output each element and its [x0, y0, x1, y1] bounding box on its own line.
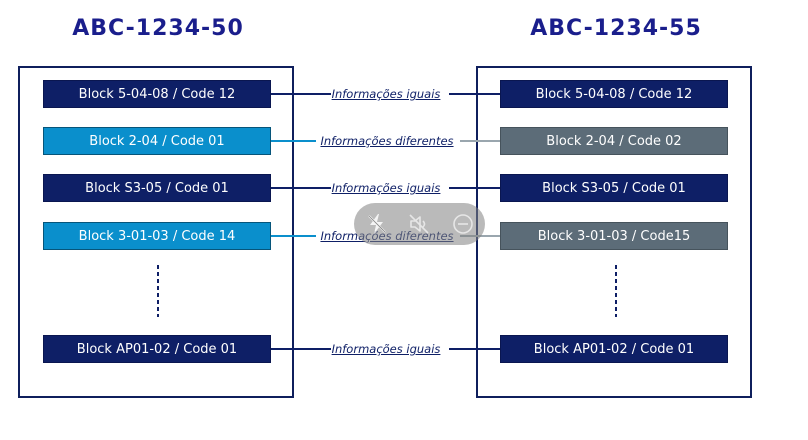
left-ellipsis-dashes: [157, 265, 159, 317]
right-block-5: Block AP01-02 / Code 01: [500, 335, 728, 363]
left-document-title: ABC-1234-50: [72, 16, 244, 41]
left-block-3: Block S3-05 / Code 01: [43, 174, 271, 202]
right-block-1: Block 5-04-08 / Code 12: [500, 80, 728, 108]
right-block-4: Block 3-01-03 / Code15: [500, 222, 728, 250]
left-block-2: Block 2-04 / Code 01: [43, 127, 271, 155]
left-block-4: Block 3-01-03 / Code 14: [43, 222, 271, 250]
media-control-overlay[interactable]: [354, 203, 485, 245]
left-block-1: Block 5-04-08 / Code 12: [43, 80, 271, 108]
right-block-2: Block 2-04 / Code 02: [500, 127, 728, 155]
comparison-label-2: Informações diferentes: [320, 134, 454, 148]
comparison-label-1: Informações iguais: [331, 87, 441, 101]
right-document-title: ABC-1234-55: [530, 16, 702, 41]
comparison-label-3: Informações iguais: [331, 181, 441, 195]
right-ellipsis-dashes: [615, 265, 617, 317]
minus-circle-icon[interactable]: [451, 212, 475, 236]
mute-icon[interactable]: [407, 212, 431, 236]
right-block-3: Block S3-05 / Code 01: [500, 174, 728, 202]
flash-off-icon[interactable]: [365, 212, 389, 236]
left-block-5: Block AP01-02 / Code 01: [43, 335, 271, 363]
comparison-label-5: Informações iguais: [331, 342, 441, 356]
